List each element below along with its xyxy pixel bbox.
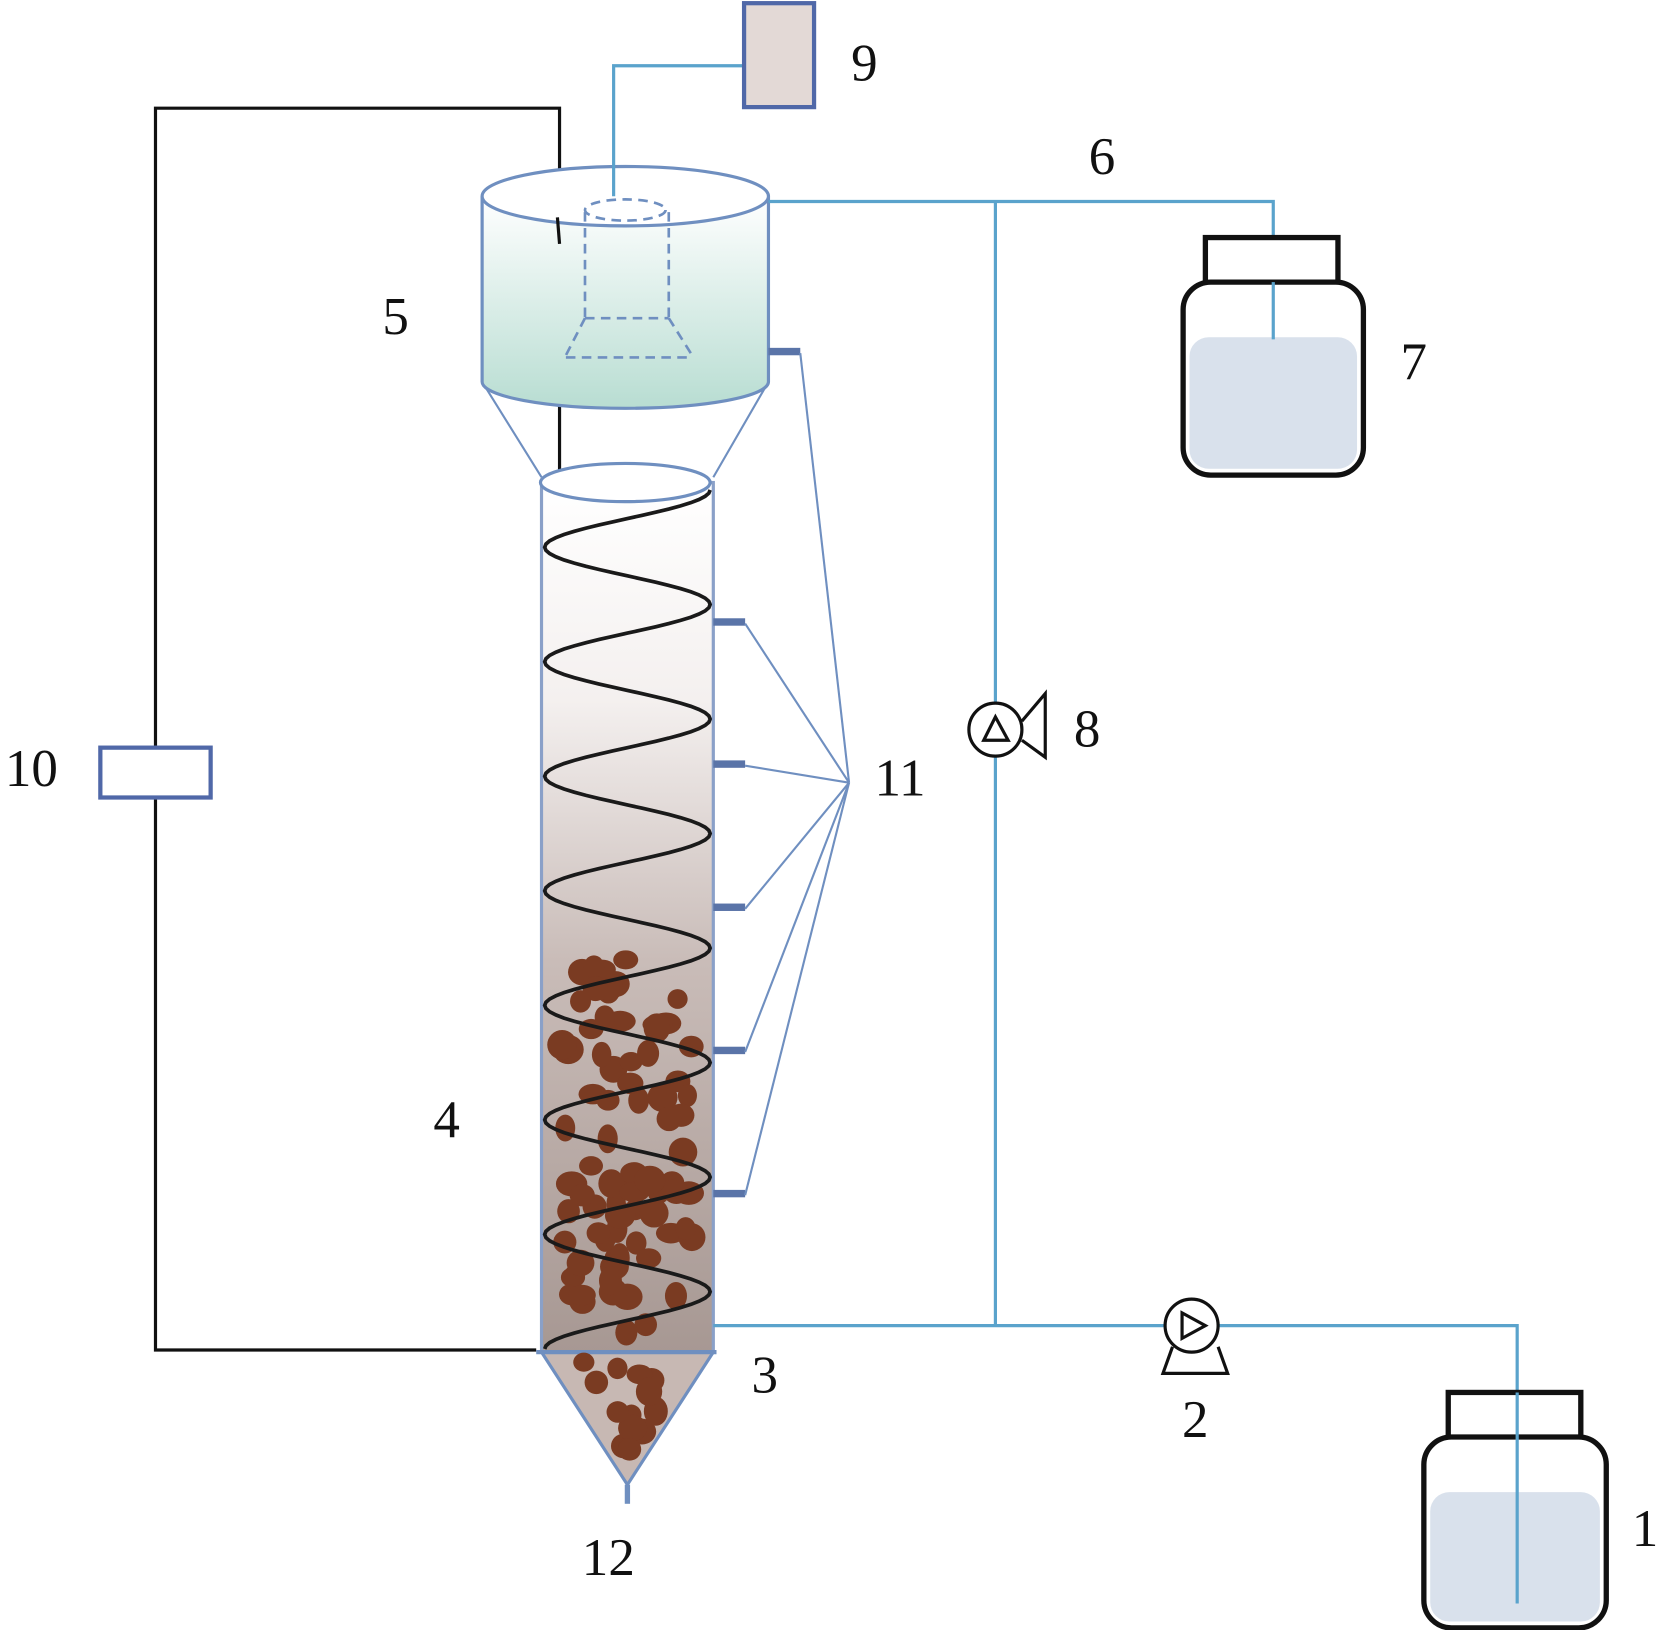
sludge-granule	[568, 1284, 596, 1306]
sludge-granule	[628, 1087, 650, 1114]
sludge-granule	[647, 1082, 678, 1113]
sludge-granule	[634, 1165, 666, 1195]
sludge-granule	[618, 1414, 648, 1442]
sludge-granule	[591, 1041, 612, 1068]
power-supply-box	[98, 745, 213, 800]
influent-tank	[1421, 1389, 1609, 1630]
label-11: 11	[875, 749, 926, 807]
sludge-granule	[664, 1281, 688, 1310]
label-6: 6	[1089, 128, 1116, 186]
sludge-granule	[639, 1198, 669, 1228]
sludge-granule	[569, 1184, 595, 1207]
sludge-granule	[606, 1401, 629, 1423]
label-4: 4	[433, 1091, 460, 1149]
sludge-granule	[607, 1357, 628, 1380]
label-8: 8	[1074, 701, 1101, 759]
three-phase-separator	[564, 198, 694, 359]
sludge-granule	[598, 1266, 622, 1296]
label-3: 3	[751, 1346, 778, 1404]
sludge-granule	[656, 1106, 682, 1132]
sludge-granule	[677, 1084, 697, 1107]
spiral-electrode	[542, 489, 713, 1350]
sludge-granule	[636, 1248, 662, 1269]
sludge-granule	[583, 955, 605, 978]
settler	[480, 164, 771, 478]
feed-pump	[1160, 1297, 1230, 1375]
sludge-granule	[613, 950, 639, 970]
sludge-granule	[643, 1013, 671, 1043]
sludge-granule	[635, 1377, 663, 1407]
label-12: 12	[582, 1529, 635, 1587]
reactor-column	[536, 461, 717, 1504]
sludge-granule	[615, 1319, 638, 1346]
sludge-granule	[547, 1029, 577, 1060]
effluent-tank	[1180, 234, 1367, 478]
label-5: 5	[382, 288, 409, 346]
sludge-granule	[637, 1039, 660, 1067]
label-9: 9	[851, 35, 878, 93]
gas-collector	[741, 1, 817, 110]
sludge-granule	[573, 1352, 595, 1372]
sludge-granule	[586, 1222, 611, 1244]
sludge-granule	[667, 989, 688, 1009]
sludge-granule	[594, 1005, 616, 1029]
label-10: 10	[5, 740, 58, 798]
power-circuit	[98, 106, 562, 1352]
sludge-granule	[566, 1249, 595, 1277]
sludge-granule	[625, 1231, 647, 1255]
sludge-granule	[598, 1169, 625, 1198]
sludge-granule	[619, 1052, 643, 1072]
label-1: 1	[1632, 1500, 1659, 1558]
sludge-granule	[570, 990, 592, 1013]
sludge-granule	[597, 1124, 618, 1154]
sludge-granule	[579, 1156, 604, 1176]
sludge-granule	[584, 1370, 609, 1395]
recycle-pump	[967, 689, 1047, 761]
sampling-ports	[713, 347, 851, 1198]
sludge-granule	[675, 1217, 696, 1241]
label-2: 2	[1182, 1391, 1209, 1449]
label-7: 7	[1401, 334, 1428, 392]
sludge-granule	[617, 1437, 642, 1461]
sludge-granule	[555, 1114, 576, 1142]
